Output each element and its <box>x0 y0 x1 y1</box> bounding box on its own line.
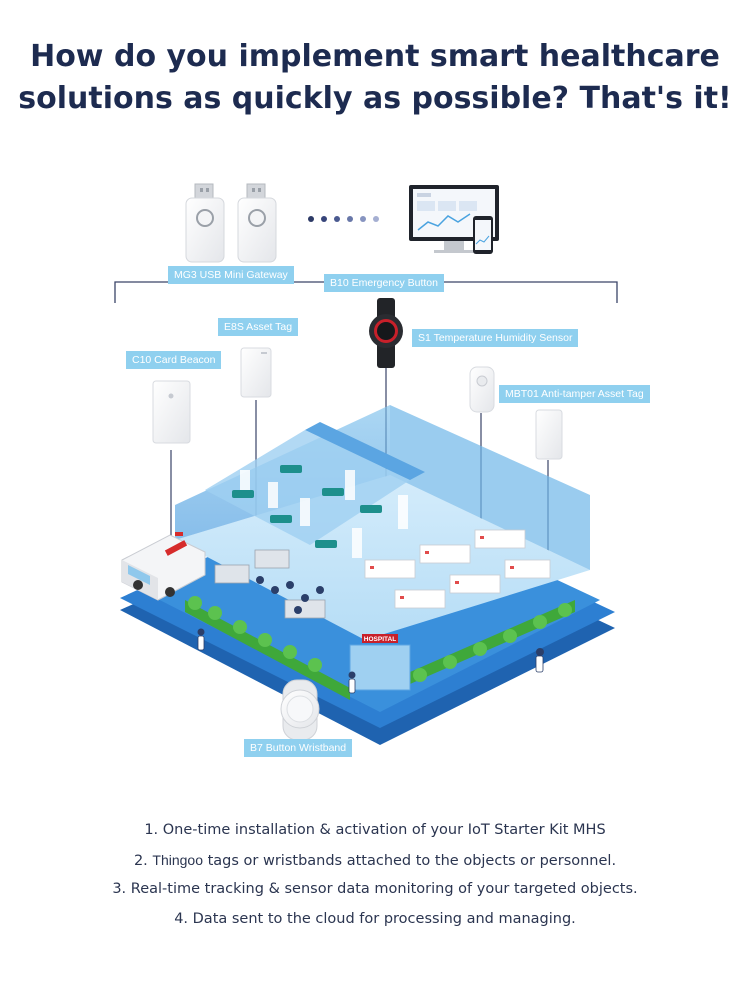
label-mbt01-anti-tamper: MBT01 Anti-tamper Asset Tag <box>499 385 650 403</box>
label-c10-card-beacon: C10 Card Beacon <box>126 351 222 369</box>
hospital-sign: HOSPITAL <box>364 636 396 643</box>
label-s1-sensor: S1 Temperature Humidity Sensor <box>412 329 579 347</box>
label-b7-wristband: B7 Button Wristband <box>244 739 353 757</box>
anti-tamper-tag-icon <box>535 409 563 460</box>
headline-line-1: How do you implement smart healthcare <box>30 39 720 74</box>
step-4: 4. Data sent to the cloud for processing… <box>174 910 576 927</box>
card-beacon-icon <box>152 380 191 444</box>
emergency-button-icon <box>369 298 403 368</box>
person-icons <box>197 628 544 694</box>
step-2-prefix: 2. <box>133 852 153 869</box>
usb-gateway-icon <box>185 183 277 263</box>
label-e8s-asset-tag: E8S Asset Tag <box>218 318 299 336</box>
connection-dots <box>308 216 379 222</box>
label-b10-emergency: B10 Emergency Button <box>324 274 444 292</box>
ambulance-icon <box>121 532 206 601</box>
headline: How do you implement smart healthcare so… <box>0 36 750 120</box>
step-2: 2. Thingoo tags or wristbands attached t… <box>0 846 750 876</box>
sensor-icon <box>469 366 495 413</box>
button-wristband-icon <box>280 679 320 741</box>
step-2-brand: Thingoo <box>152 851 203 868</box>
hospital-building: HOSPITAL <box>120 405 615 745</box>
headline-line-2: solutions as quickly as possible? That's… <box>18 81 732 116</box>
label-mg3-gateway: MG3 USB Mini Gateway <box>168 266 294 284</box>
asset-tag-icon <box>240 347 272 398</box>
steps-list: 1. One-time installation & activation of… <box>0 816 750 934</box>
monitor-icon <box>409 185 499 254</box>
step-2-rest: tags or wristbands attached to the objec… <box>202 852 617 869</box>
step-3: 3. Real-time tracking & sensor data moni… <box>112 881 638 897</box>
step-1: 1. One-time installation & activation of… <box>144 822 606 838</box>
